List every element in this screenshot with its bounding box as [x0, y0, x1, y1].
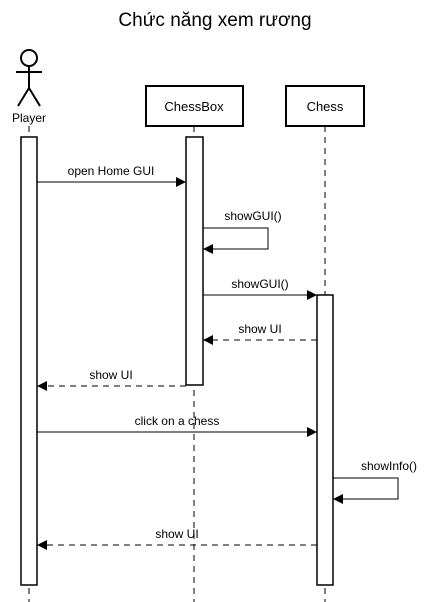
message-label: show UI — [238, 322, 281, 336]
activation-player — [20, 136, 38, 586]
participant-chessbox-label: ChessBox — [164, 99, 224, 114]
message-label: showInfo() — [361, 459, 417, 473]
message-label: showGUI() — [224, 209, 281, 223]
activation-chess — [316, 294, 334, 586]
participant-chess-box — [285, 85, 365, 127]
diagram-title: Chức năng xem rương — [118, 10, 311, 31]
message-showgui-self-arrow — [203, 227, 269, 254]
participant-chess-label: Chess — [307, 99, 344, 114]
message-showinfo-self-arrow — [333, 477, 399, 504]
message-label: show UI — [155, 527, 198, 541]
activation-chessbox — [185, 136, 204, 386]
participant-player-label: Player — [12, 111, 46, 125]
message-label: open Home GUI — [68, 164, 155, 178]
message-label: showGUI() — [231, 277, 288, 291]
player-actor-icon — [16, 49, 42, 107]
message-label: show UI — [89, 368, 132, 382]
message-label: click on a chess — [135, 414, 220, 428]
participant-chessbox-box — [145, 85, 244, 127]
